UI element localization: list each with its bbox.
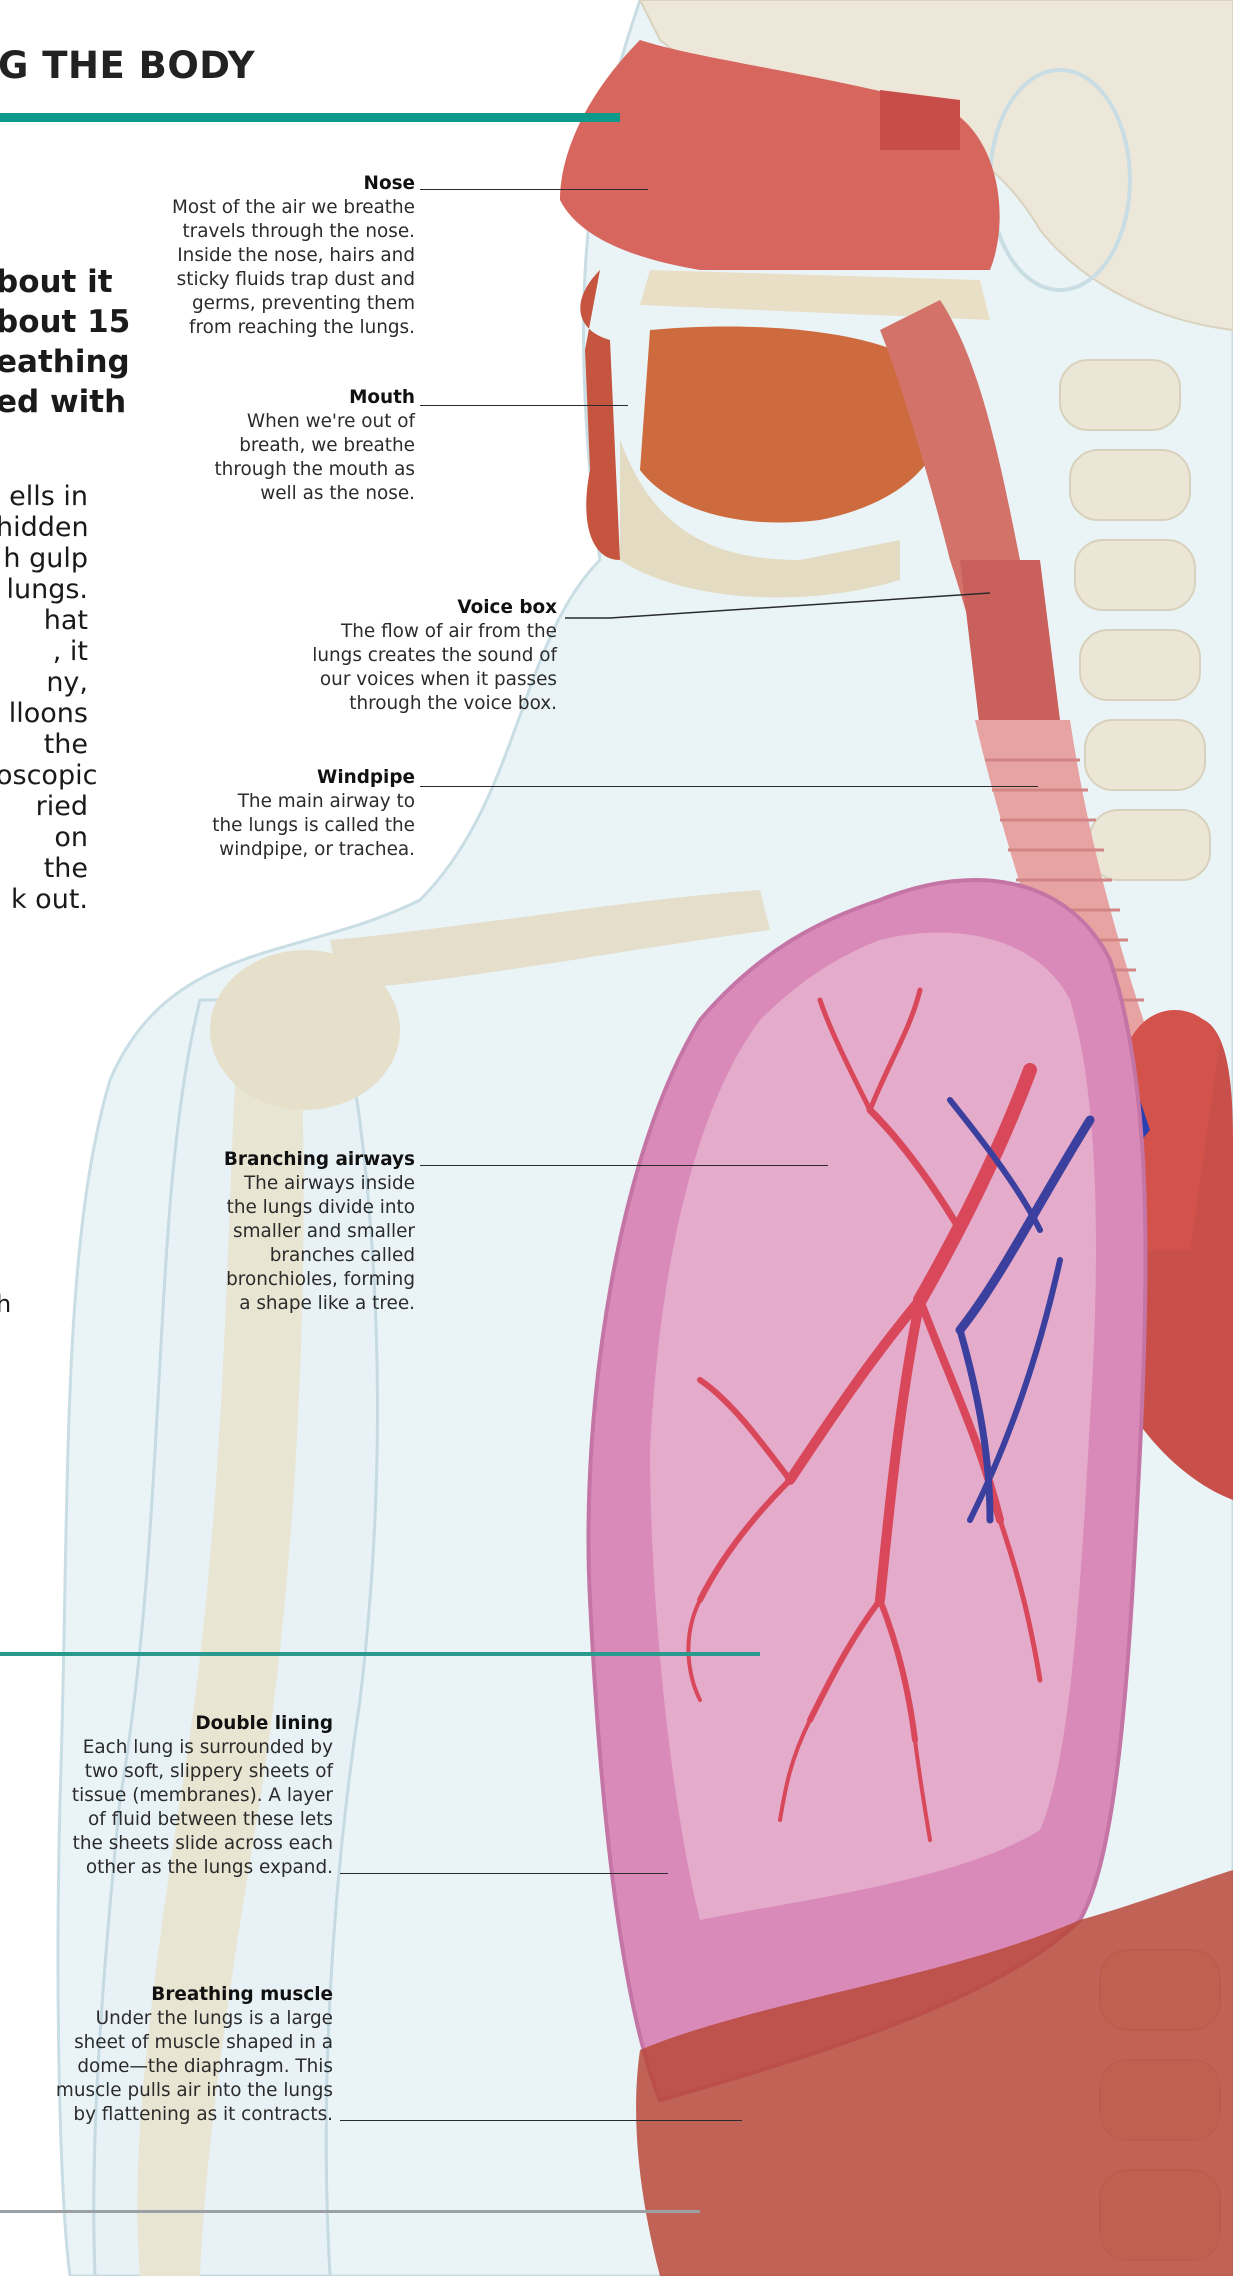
- annotation-line: germs, preventing them: [172, 292, 415, 316]
- annotation-line: The airways inside: [224, 1172, 415, 1196]
- annotation-voice-box: Voice box The flow of air from the lungs…: [312, 596, 557, 716]
- annotation-line: muscle pulls air into the lungs: [56, 2079, 333, 2103]
- annotation-line: breath, we breathe: [214, 434, 415, 458]
- annotation-branching-airways: Branching airways The airways inside the…: [224, 1148, 415, 1316]
- annotation-line: dome—the diaphragm. This: [56, 2055, 333, 2079]
- annotation-line: other as the lungs expand.: [72, 1856, 333, 1880]
- intro-body-line: , it: [0, 636, 88, 667]
- annotation-line: the lungs is called the: [212, 814, 415, 838]
- annotation-title: Nose: [172, 172, 415, 196]
- section-rule: [0, 1652, 760, 1656]
- annotation-line: the lungs divide into: [224, 1196, 415, 1220]
- annotation-line: sticky fluids trap dust and: [172, 268, 415, 292]
- annotation-title: Mouth: [214, 386, 415, 410]
- annotation-line: Each lung is surrounded by: [72, 1736, 333, 1760]
- annotation-breathing-muscle: Breathing muscle Under the lungs is a la…: [56, 1983, 333, 2127]
- annotation-line: lungs creates the sound of: [312, 644, 557, 668]
- intro-body-line: the: [0, 729, 88, 760]
- annotation-line: through the voice box.: [312, 692, 557, 716]
- annotation-line: a shape like a tree.: [224, 1292, 415, 1316]
- intro-body-line: the: [0, 853, 88, 884]
- annotation-windpipe: Windpipe The main airway to the lungs is…: [212, 766, 415, 862]
- leader-line-double-lining: [340, 1873, 668, 1874]
- annotation-title: Double lining: [72, 1712, 333, 1736]
- leader-line-voice-box: [560, 585, 1000, 625]
- intro-body-line: lloons: [0, 698, 88, 729]
- leader-line-nose: [420, 189, 648, 190]
- annotation-line: well as the nose.: [214, 482, 415, 506]
- annotation-line: Under the lungs is a large: [56, 2007, 333, 2031]
- annotation-line: our voices when it passes: [312, 668, 557, 692]
- annotation-title: Branching airways: [224, 1148, 415, 1172]
- intro-lead-line: bout 15: [0, 302, 112, 342]
- annotation-line: Inside the nose, hairs and: [172, 244, 415, 268]
- annotation-line: When we're out of: [214, 410, 415, 434]
- annotation-line: The main airway to: [212, 790, 415, 814]
- annotation-title: Breathing muscle: [56, 1983, 333, 2007]
- annotation-double-lining: Double lining Each lung is surrounded by…: [72, 1712, 333, 1880]
- intro-lead-line: eathing: [0, 342, 112, 382]
- intro-body-line: lungs.: [0, 574, 88, 605]
- intro-body-line: on: [0, 822, 88, 853]
- stray-text: h: [0, 1290, 11, 1318]
- intro-body-line: ny,: [0, 667, 88, 698]
- annotation-mouth: Mouth When we're out of breath, we breat…: [214, 386, 415, 506]
- intro-body-line: k out.: [0, 884, 88, 915]
- intro-body-line: hat: [0, 605, 88, 636]
- annotation-line: travels through the nose.: [172, 220, 415, 244]
- annotation-line: Most of the air we breathe: [172, 196, 415, 220]
- intro-lead-line: ed with: [0, 382, 112, 422]
- sinus: [880, 90, 960, 150]
- annotation-line: sheet of muscle shaped in a: [56, 2031, 333, 2055]
- annotation-line: branches called: [224, 1244, 415, 1268]
- intro-body-line: hidden: [0, 512, 88, 543]
- intro-lead: bout it bout 15 eathing ed with: [0, 262, 112, 422]
- annotation-title: Voice box: [312, 596, 557, 620]
- intro-body-line: ells in: [0, 481, 88, 512]
- annotation-line: windpipe, or trachea.: [212, 838, 415, 862]
- annotation-title: Windpipe: [212, 766, 415, 790]
- annotation-line: The flow of air from the: [312, 620, 557, 644]
- annotation-line: by flattening as it contracts.: [56, 2103, 333, 2127]
- header-rule: [0, 113, 620, 122]
- intro-body-line: ried: [0, 791, 88, 822]
- annotation-line: through the mouth as: [214, 458, 415, 482]
- leader-line-breathing-muscle: [340, 2120, 742, 2121]
- footer-rule: [0, 2210, 700, 2213]
- leader-line-mouth: [420, 405, 628, 406]
- intro-lead-line: bout it: [0, 262, 112, 302]
- page-title: G THE BODY: [0, 44, 255, 87]
- annotation-line: two soft, slippery sheets of: [72, 1760, 333, 1784]
- intro-body: ells in hidden h gulp lungs. hat , it ny…: [0, 481, 88, 915]
- annotation-line: tissue (membranes). A layer: [72, 1784, 333, 1808]
- annotation-line: of fluid between these lets: [72, 1808, 333, 1832]
- intro-body-line: h gulp: [0, 543, 88, 574]
- annotation-line: smaller and smaller: [224, 1220, 415, 1244]
- annotation-line: the sheets slide across each: [72, 1832, 333, 1856]
- leader-line-windpipe: [420, 786, 1038, 787]
- annotation-nose: Nose Most of the air we breathe travels …: [172, 172, 415, 340]
- leader-line-branching-airways: [420, 1165, 828, 1166]
- annotation-line: from reaching the lungs.: [172, 316, 415, 340]
- intro-body-line: oscopic: [0, 760, 88, 791]
- annotation-line: bronchioles, forming: [224, 1268, 415, 1292]
